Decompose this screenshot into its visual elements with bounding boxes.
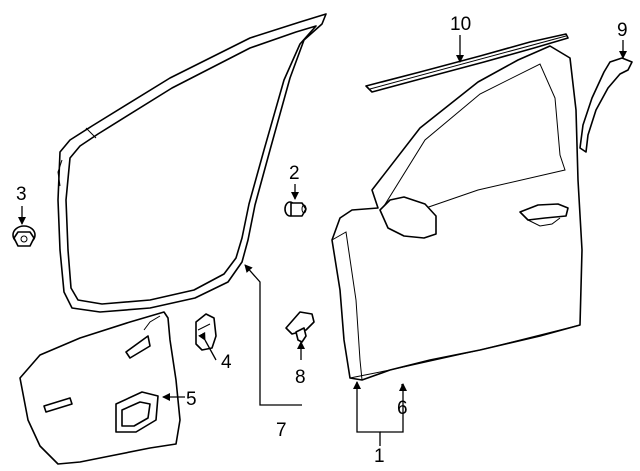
callout-labels: 1 2 3 4 5 6 7 8 9 10 — [16, 14, 628, 467]
retainer-clip — [285, 311, 315, 343]
leader-lines — [18, 35, 627, 446]
bolt — [284, 201, 307, 217]
callout-1: 1 — [374, 446, 385, 467]
pillar-applique — [579, 57, 633, 153]
plug — [195, 313, 217, 351]
door-opening-weatherstrip — [57, 13, 327, 313]
front-door-shell — [331, 45, 583, 381]
callout-4: 4 — [221, 352, 232, 373]
callout-7: 7 — [276, 420, 287, 441]
callout-5: 5 — [186, 389, 197, 410]
callout-8: 8 — [295, 367, 306, 388]
callout-9: 9 — [617, 20, 628, 41]
clip — [12, 225, 36, 247]
callout-3: 3 — [16, 184, 27, 205]
callout-10: 10 — [450, 14, 471, 35]
callout-6: 6 — [397, 398, 408, 419]
callout-2: 2 — [289, 163, 300, 184]
door-trim-panel — [19, 311, 181, 465]
